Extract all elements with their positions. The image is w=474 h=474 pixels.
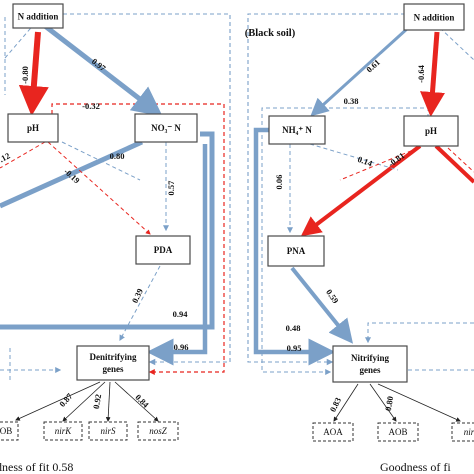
path-no3-to-genes xyxy=(146,144,208,366)
node-ph-right-box xyxy=(403,115,459,147)
gene-nirs: nirS xyxy=(100,426,116,436)
node-pna: PNA xyxy=(287,246,306,256)
node-nitrifying-line1: Nitrifying xyxy=(351,353,389,363)
node-pda: PDA xyxy=(154,245,173,255)
coef-nosz: 0.84 xyxy=(133,392,151,410)
node-nitrifying-box xyxy=(332,345,408,383)
coef-nh4-nitrifying-95: 0.95 xyxy=(287,343,302,353)
fit-left: dness of fit 0.58 xyxy=(0,460,73,474)
node-denitrifying-box xyxy=(76,345,150,381)
gene-ob-box xyxy=(0,421,19,441)
path-ph-to-right-blue xyxy=(61,141,141,181)
path-naddition-to-nh4 xyxy=(310,26,410,117)
path-nh4-to-nitrifying xyxy=(253,127,336,366)
path-right-feedback xyxy=(365,322,474,344)
gene-nosz-box xyxy=(137,421,179,441)
arrow-genes-to-aob xyxy=(369,383,397,422)
path-ph-to-no3-neg xyxy=(51,103,225,375)
coef-nirk-left: 0.87 xyxy=(57,391,75,409)
coef-ph-nh4: 0.38 xyxy=(344,96,359,106)
coef-nirs: 0.92 xyxy=(91,393,103,409)
node-n-addition-left: N addition xyxy=(18,12,59,22)
path-ph-to-nh4-red-dashed xyxy=(339,147,419,181)
gene-nirs-box xyxy=(88,421,128,441)
path-naddition-to-left-dashed xyxy=(4,21,37,59)
coef-pda-genes: 0.39 xyxy=(130,287,145,305)
gene-aoa: AOA xyxy=(323,427,343,437)
arrow-genes-to-aoa xyxy=(333,383,359,422)
coef-no3-left: 0.80 xyxy=(110,151,125,161)
gene-aob: AOB xyxy=(388,427,407,437)
path-ph-to-pda-dashed xyxy=(0,141,46,169)
path-naddition-to-ph xyxy=(18,31,49,116)
coef-ph-no3: -0.32 xyxy=(82,101,100,111)
node-no3-box xyxy=(134,113,198,143)
node-denitrifying-line1: Denitrifying xyxy=(90,352,137,362)
node-pna-box xyxy=(267,235,325,267)
path-no3-to-genes-thick xyxy=(0,131,215,330)
node-n-addition-right-box xyxy=(403,3,465,31)
path-ph-to-nh4-dashed xyxy=(261,107,429,375)
node-nh4-box xyxy=(268,115,326,145)
node-ph-right: pH xyxy=(425,126,437,136)
arrow-genes-to-nosz xyxy=(114,381,159,422)
node-nh4: NH₄⁺ N xyxy=(282,125,312,135)
arrow-genes-to-ob xyxy=(15,381,101,421)
arrow-genes-to-nirk xyxy=(62,381,106,422)
path-ph-to-pda xyxy=(47,141,151,235)
gene-nirk-left: nirK xyxy=(55,426,73,436)
node-n-addition-right: N addition xyxy=(414,13,455,23)
coef-nh4-pna: 0.06 xyxy=(274,175,284,190)
path-naddition-to-ph-right xyxy=(420,31,445,117)
arrow-genes-to-nirs xyxy=(105,381,111,422)
coef-no3-genes-96: 0.96 xyxy=(174,342,189,352)
coef-naddition-nh4: 0.61 xyxy=(364,57,382,74)
panel-title: (Black soil) xyxy=(245,28,296,39)
coef-no3-genes-94: 0.94 xyxy=(173,309,189,319)
node-denitrifying-line2: genes xyxy=(103,364,124,374)
path-no3-to-left xyxy=(0,139,144,209)
gene-aoa-box xyxy=(312,422,354,442)
path-naddition-right-outer xyxy=(247,13,405,366)
coef-aob: 0.80 xyxy=(383,395,395,411)
node-pda-box xyxy=(135,235,191,265)
path-ph-to-right-red xyxy=(434,144,474,184)
gene-nirk-right: nirK xyxy=(464,427,474,437)
coef-naddition-ph-right: -0.64 xyxy=(416,64,426,82)
path-naddition-outer-right xyxy=(63,13,231,366)
gene-nosz: nosZ xyxy=(149,426,168,436)
path-pna-to-nitrifying xyxy=(290,266,354,344)
arrow-genes-to-nirk-right xyxy=(377,383,461,422)
coef-no3-pda: 0.57 xyxy=(166,180,176,196)
path-pda-to-genes xyxy=(119,265,161,342)
coef-naddition-ph: -0.80 xyxy=(20,66,30,84)
node-no3: NO₃⁻ N xyxy=(151,123,181,133)
gene-nirk-right-box xyxy=(451,422,474,442)
coef-ph-left: .12 xyxy=(0,150,12,164)
node-ph-left: pH xyxy=(27,123,39,133)
path-nh4-to-right-dashed xyxy=(309,143,399,171)
path-ph-to-right-red-dashed xyxy=(447,147,474,173)
path-ph-to-pna xyxy=(300,144,422,237)
gene-aob-box xyxy=(377,422,419,442)
coef-pna-nitrifying: 0.59 xyxy=(324,287,341,305)
coef-nh4-nitrifying-48: 0.48 xyxy=(286,323,301,333)
path-naddition-to-no3 xyxy=(43,24,163,117)
node-n-addition-left-box xyxy=(12,3,64,29)
gene-nirk-left-box xyxy=(43,421,83,441)
path-right-top-dashed xyxy=(439,27,474,61)
node-ph-left-box xyxy=(7,113,59,143)
gene-ob: OB xyxy=(0,426,12,436)
node-nitrifying-line2: genes xyxy=(360,365,381,375)
fit-right: Goodness of fi xyxy=(380,460,451,474)
